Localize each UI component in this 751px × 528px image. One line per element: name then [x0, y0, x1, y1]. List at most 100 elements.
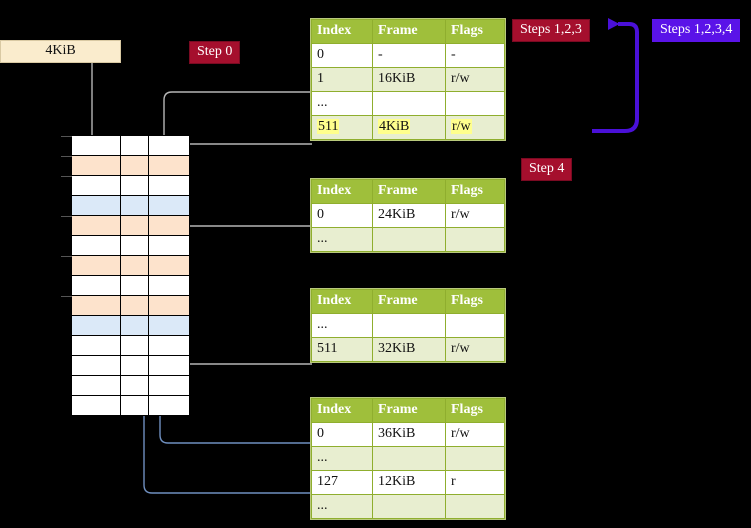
- table-cell: [445, 446, 505, 471]
- table-row: ...: [311, 494, 505, 519]
- table-cell: 0: [311, 422, 373, 447]
- column-header-frame: Frame: [372, 19, 446, 44]
- highlighted-value: 511: [317, 119, 340, 134]
- memory-frame-row: [61, 216, 189, 236]
- column-header-index: Index: [311, 398, 373, 423]
- table-cell: -: [445, 43, 505, 68]
- table-cell: ...: [311, 313, 373, 338]
- table-cell: r/w: [445, 115, 505, 140]
- column-header-frame: Frame: [372, 398, 446, 423]
- column-header-frame: Frame: [372, 289, 446, 314]
- memory-grid-divider: [120, 136, 121, 416]
- memory-frame-row: [61, 136, 189, 156]
- table-cell: 511: [311, 115, 373, 140]
- memory-frame-row: [61, 256, 189, 276]
- table-cell: [445, 313, 505, 338]
- table-cell: 511: [311, 337, 373, 362]
- table-cell: 24KiB: [372, 203, 446, 228]
- memory-frame-row: [72, 196, 189, 216]
- table-cell: ...: [311, 494, 373, 519]
- memory-grid-divider: [148, 136, 149, 416]
- table-cell: -: [372, 43, 446, 68]
- memory-frame-row: [72, 396, 189, 416]
- physical-memory-grid: [61, 135, 190, 416]
- table-cell: ...: [311, 91, 373, 116]
- highlighted-value: 4KiB: [378, 119, 411, 134]
- highlighted-value: r/w: [451, 119, 472, 134]
- memory-frame-row: [61, 296, 189, 316]
- column-header-flags: Flags: [445, 179, 505, 204]
- column-header-index: Index: [311, 179, 373, 204]
- table-row: ...: [311, 446, 505, 471]
- wire-t3r511-to-frame: [177, 308, 312, 365]
- memory-frame-tick: [61, 216, 72, 217]
- wire-t1r511-to-frame: [177, 143, 312, 157]
- table-cell: [445, 227, 505, 252]
- column-header-flags: Flags: [445, 398, 505, 423]
- memory-frame-tick: [61, 136, 72, 137]
- memory-frame-row: [72, 376, 189, 396]
- table-cell: 4KiB: [372, 115, 446, 140]
- wire-t2r0-to-frame: [177, 225, 312, 260]
- memory-frame-row: [72, 336, 189, 356]
- column-header-flags: Flags: [445, 19, 505, 44]
- table-cell: [372, 91, 446, 116]
- table-cell: [372, 313, 446, 338]
- table-cell: [445, 494, 505, 519]
- column-header-frame: Frame: [372, 179, 446, 204]
- memory-frame-tick: [61, 256, 72, 257]
- memory-frame-tick: [61, 176, 72, 177]
- table-cell: 32KiB: [372, 337, 446, 362]
- table-cell: r/w: [445, 422, 505, 447]
- badge-steps-123: Steps 1,2,3: [512, 19, 590, 42]
- table-cell: 16KiB: [372, 67, 446, 92]
- memory-frame-row: [61, 176, 189, 196]
- table-cell: ...: [311, 446, 373, 471]
- column-header-flags: Flags: [445, 289, 505, 314]
- table-cell: 1: [311, 67, 373, 92]
- table-cell: [372, 446, 446, 471]
- table-row: ...: [311, 227, 505, 252]
- memory-frame-tick: [61, 156, 72, 157]
- memory-frame-row: [72, 236, 189, 256]
- memory-frame-row: [72, 316, 189, 336]
- badge-steps-1234: Steps 1,2,3,4: [652, 19, 741, 42]
- table-row: ...: [311, 313, 505, 338]
- table-row: 511 4KiB r/w: [311, 115, 505, 140]
- column-header-index: Index: [311, 289, 373, 314]
- table-cell: 12KiB: [372, 470, 446, 495]
- table-row: ...: [311, 91, 505, 116]
- table-cell: r: [445, 470, 505, 495]
- frame-size-box: 4KiB: [0, 40, 121, 63]
- table-cell: [372, 494, 446, 519]
- memory-frame-tick: [61, 296, 72, 297]
- memory-frame-row: [72, 356, 189, 376]
- memory-frame-row: [61, 156, 189, 176]
- badge-step-0: Step 0: [189, 41, 241, 64]
- memory-frame-row: [72, 276, 189, 296]
- table-cell: 127: [311, 470, 373, 495]
- table-cell: 36KiB: [372, 422, 446, 447]
- table-cell: r/w: [445, 203, 505, 228]
- wire-steps-loop: [592, 18, 639, 133]
- table-cell: [445, 91, 505, 116]
- table-cell: 0: [311, 43, 373, 68]
- table-row: 0--: [311, 43, 505, 68]
- table-cell: r/w: [445, 337, 505, 362]
- table-cell: r/w: [445, 67, 505, 92]
- table-cell: [372, 227, 446, 252]
- table-cell: 0: [311, 203, 373, 228]
